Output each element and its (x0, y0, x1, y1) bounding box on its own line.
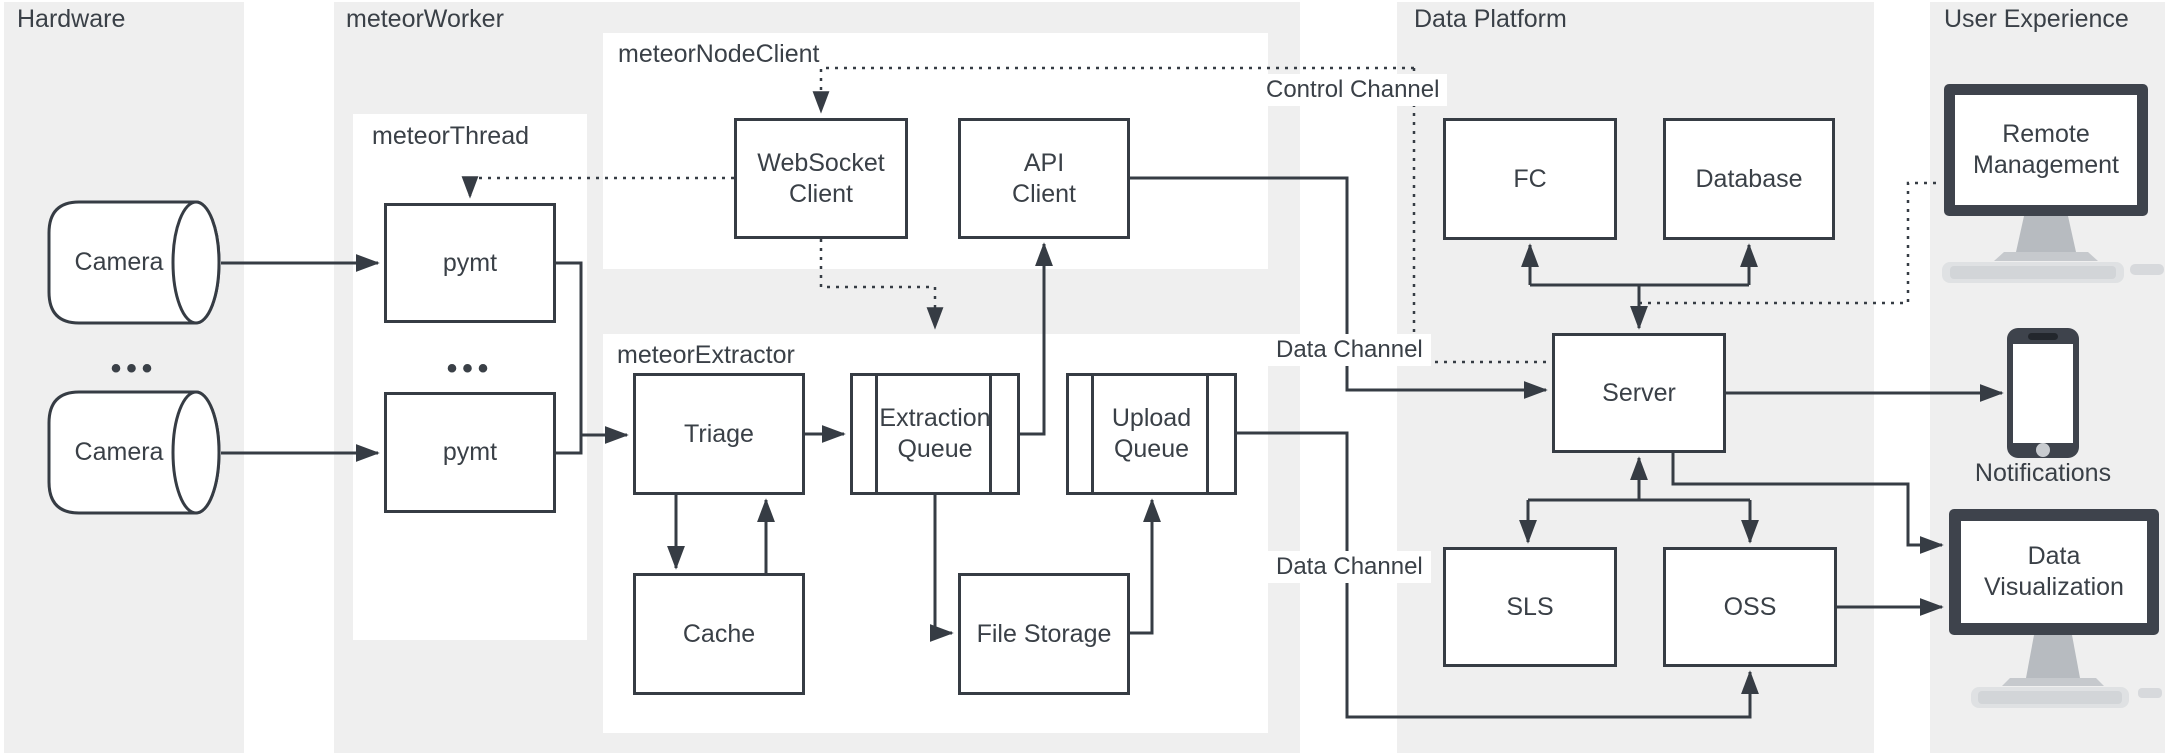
edge-websocket-extractor (819, 239, 944, 330)
camera-cylinder-icon (47, 200, 221, 325)
node-server: Server (1552, 333, 1726, 453)
solid-connectors (221, 176, 2004, 719)
edge-pymt-join (556, 261, 583, 455)
data-visualization-screen: Data Visualization (1984, 542, 2124, 601)
data-channel-label-lower: Data Channel (1268, 551, 1431, 583)
remote-management-screen: Remote Management (1973, 120, 2119, 179)
edge-extraction-queue-api-client (1020, 242, 1053, 436)
panel-title-meteor-node-client: meteorNodeClient (618, 40, 820, 68)
node-api-client: API Client (958, 118, 1130, 239)
monitor-icon (1942, 84, 2164, 283)
data-channel-label-upper: Data Channel (1268, 334, 1431, 366)
node-oss: OSS (1663, 547, 1837, 667)
meteor-node-client-panel (603, 33, 1268, 269)
node-file-storage: File Storage (958, 573, 1130, 695)
column-title-user-experience: User Experience (1944, 5, 2129, 33)
phone-icon (2007, 328, 2079, 458)
monitor-icon (1949, 509, 2162, 708)
node-database: Database (1663, 118, 1835, 240)
queue-bar (875, 376, 878, 492)
column-title-data-platform: Data Platform (1414, 5, 1567, 33)
notifications-label: Notifications (1974, 459, 2112, 487)
node-camera-2: Camera (74, 438, 164, 466)
node-fc: FC (1443, 118, 1617, 240)
edge-control-websocket (812, 66, 1414, 114)
node-cache: Cache (633, 573, 805, 695)
column-title-hardware: Hardware (17, 5, 126, 33)
edge-api-client-server (1130, 176, 1548, 399)
camera-cylinder-icon (47, 390, 221, 515)
node-camera-1: Camera (74, 248, 164, 276)
dotted-connectors (461, 66, 1941, 364)
panel-title-meteor-extractor: meteorExtractor (617, 341, 795, 369)
panel-title-meteor-thread: meteorThread (372, 122, 530, 150)
edge-server-remote-management (1639, 181, 1941, 305)
edge-extraction-queue-file-storage (929, 495, 954, 642)
node-triage: Triage (633, 373, 805, 495)
queue-bar (1091, 376, 1094, 492)
node-websocket-client: WebSocket Client (734, 118, 908, 239)
hardware-ellipsis: ••• (110, 352, 158, 385)
queue-bar (989, 376, 992, 492)
edge-websocket-pymt (461, 176, 734, 199)
meteor-thread-panel (353, 114, 587, 640)
column-title-meteor-worker: meteorWorker (346, 5, 504, 33)
node-pymt-1: pymt (384, 203, 556, 323)
meteor-thread-ellipsis: ••• (446, 352, 494, 385)
queue-bar (1206, 376, 1209, 492)
edge-upload-queue-oss (1237, 431, 1759, 719)
node-sls: SLS (1443, 547, 1617, 667)
edge-server-data-visualization (1671, 453, 1944, 554)
hardware-column (4, 2, 244, 753)
control-channel-label: Control Channel (1258, 74, 1448, 106)
node-pymt-2: pymt (384, 392, 556, 513)
edge-file-storage-upload-queue (1130, 498, 1161, 635)
